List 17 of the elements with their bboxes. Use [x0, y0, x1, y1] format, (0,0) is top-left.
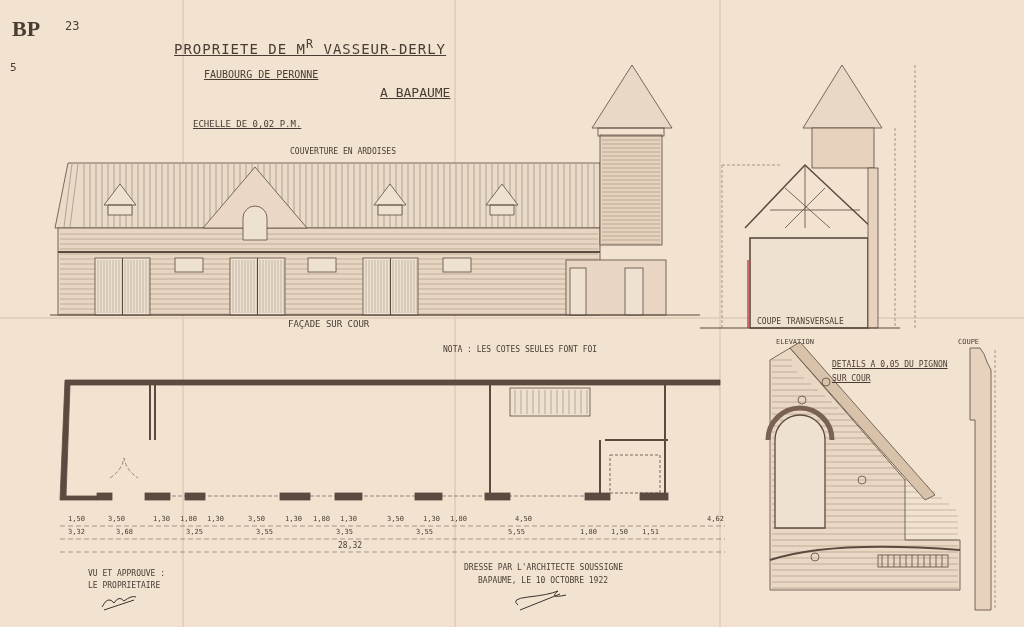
sheet-mark: BP	[12, 17, 41, 42]
roof-note: COUVERTURE EN ARDOISES	[290, 148, 396, 157]
note: NOTA : LES COTES SEULES FONT FOI	[443, 346, 598, 355]
sheet-number: 23	[65, 20, 80, 34]
drawing-title: PROPRIETE DE M$^{R}$ VASSEUR-DERLY	[174, 38, 447, 58]
subtitle: A BAPAUME	[380, 86, 451, 101]
approval-text: VU ET APPROUVE :	[88, 570, 166, 579]
signature-block-text: DRESSE PAR L'ARCHITECTE SOUSSIGNE	[464, 564, 623, 573]
signature-block-text: BAPAUME, LE 10 OCTOBRE 1922	[478, 577, 609, 586]
view-title: COUPE TRANSVERSALE	[757, 318, 844, 327]
view-title: FAÇADE SUR COUR	[288, 320, 370, 330]
scale-note: ECHELLE DE 0,02 P.M.	[193, 120, 302, 130]
dimension-label: 28,32	[338, 542, 363, 551]
view-title: DETAILS A 0,05 DU PIGNON SUR COUR	[832, 359, 949, 386]
sheet-number: 5	[10, 62, 17, 75]
approval-text: LE PROPRIETAIRE	[88, 582, 161, 591]
subtitle: FAUBOURG DE PERONNE	[204, 69, 319, 80]
